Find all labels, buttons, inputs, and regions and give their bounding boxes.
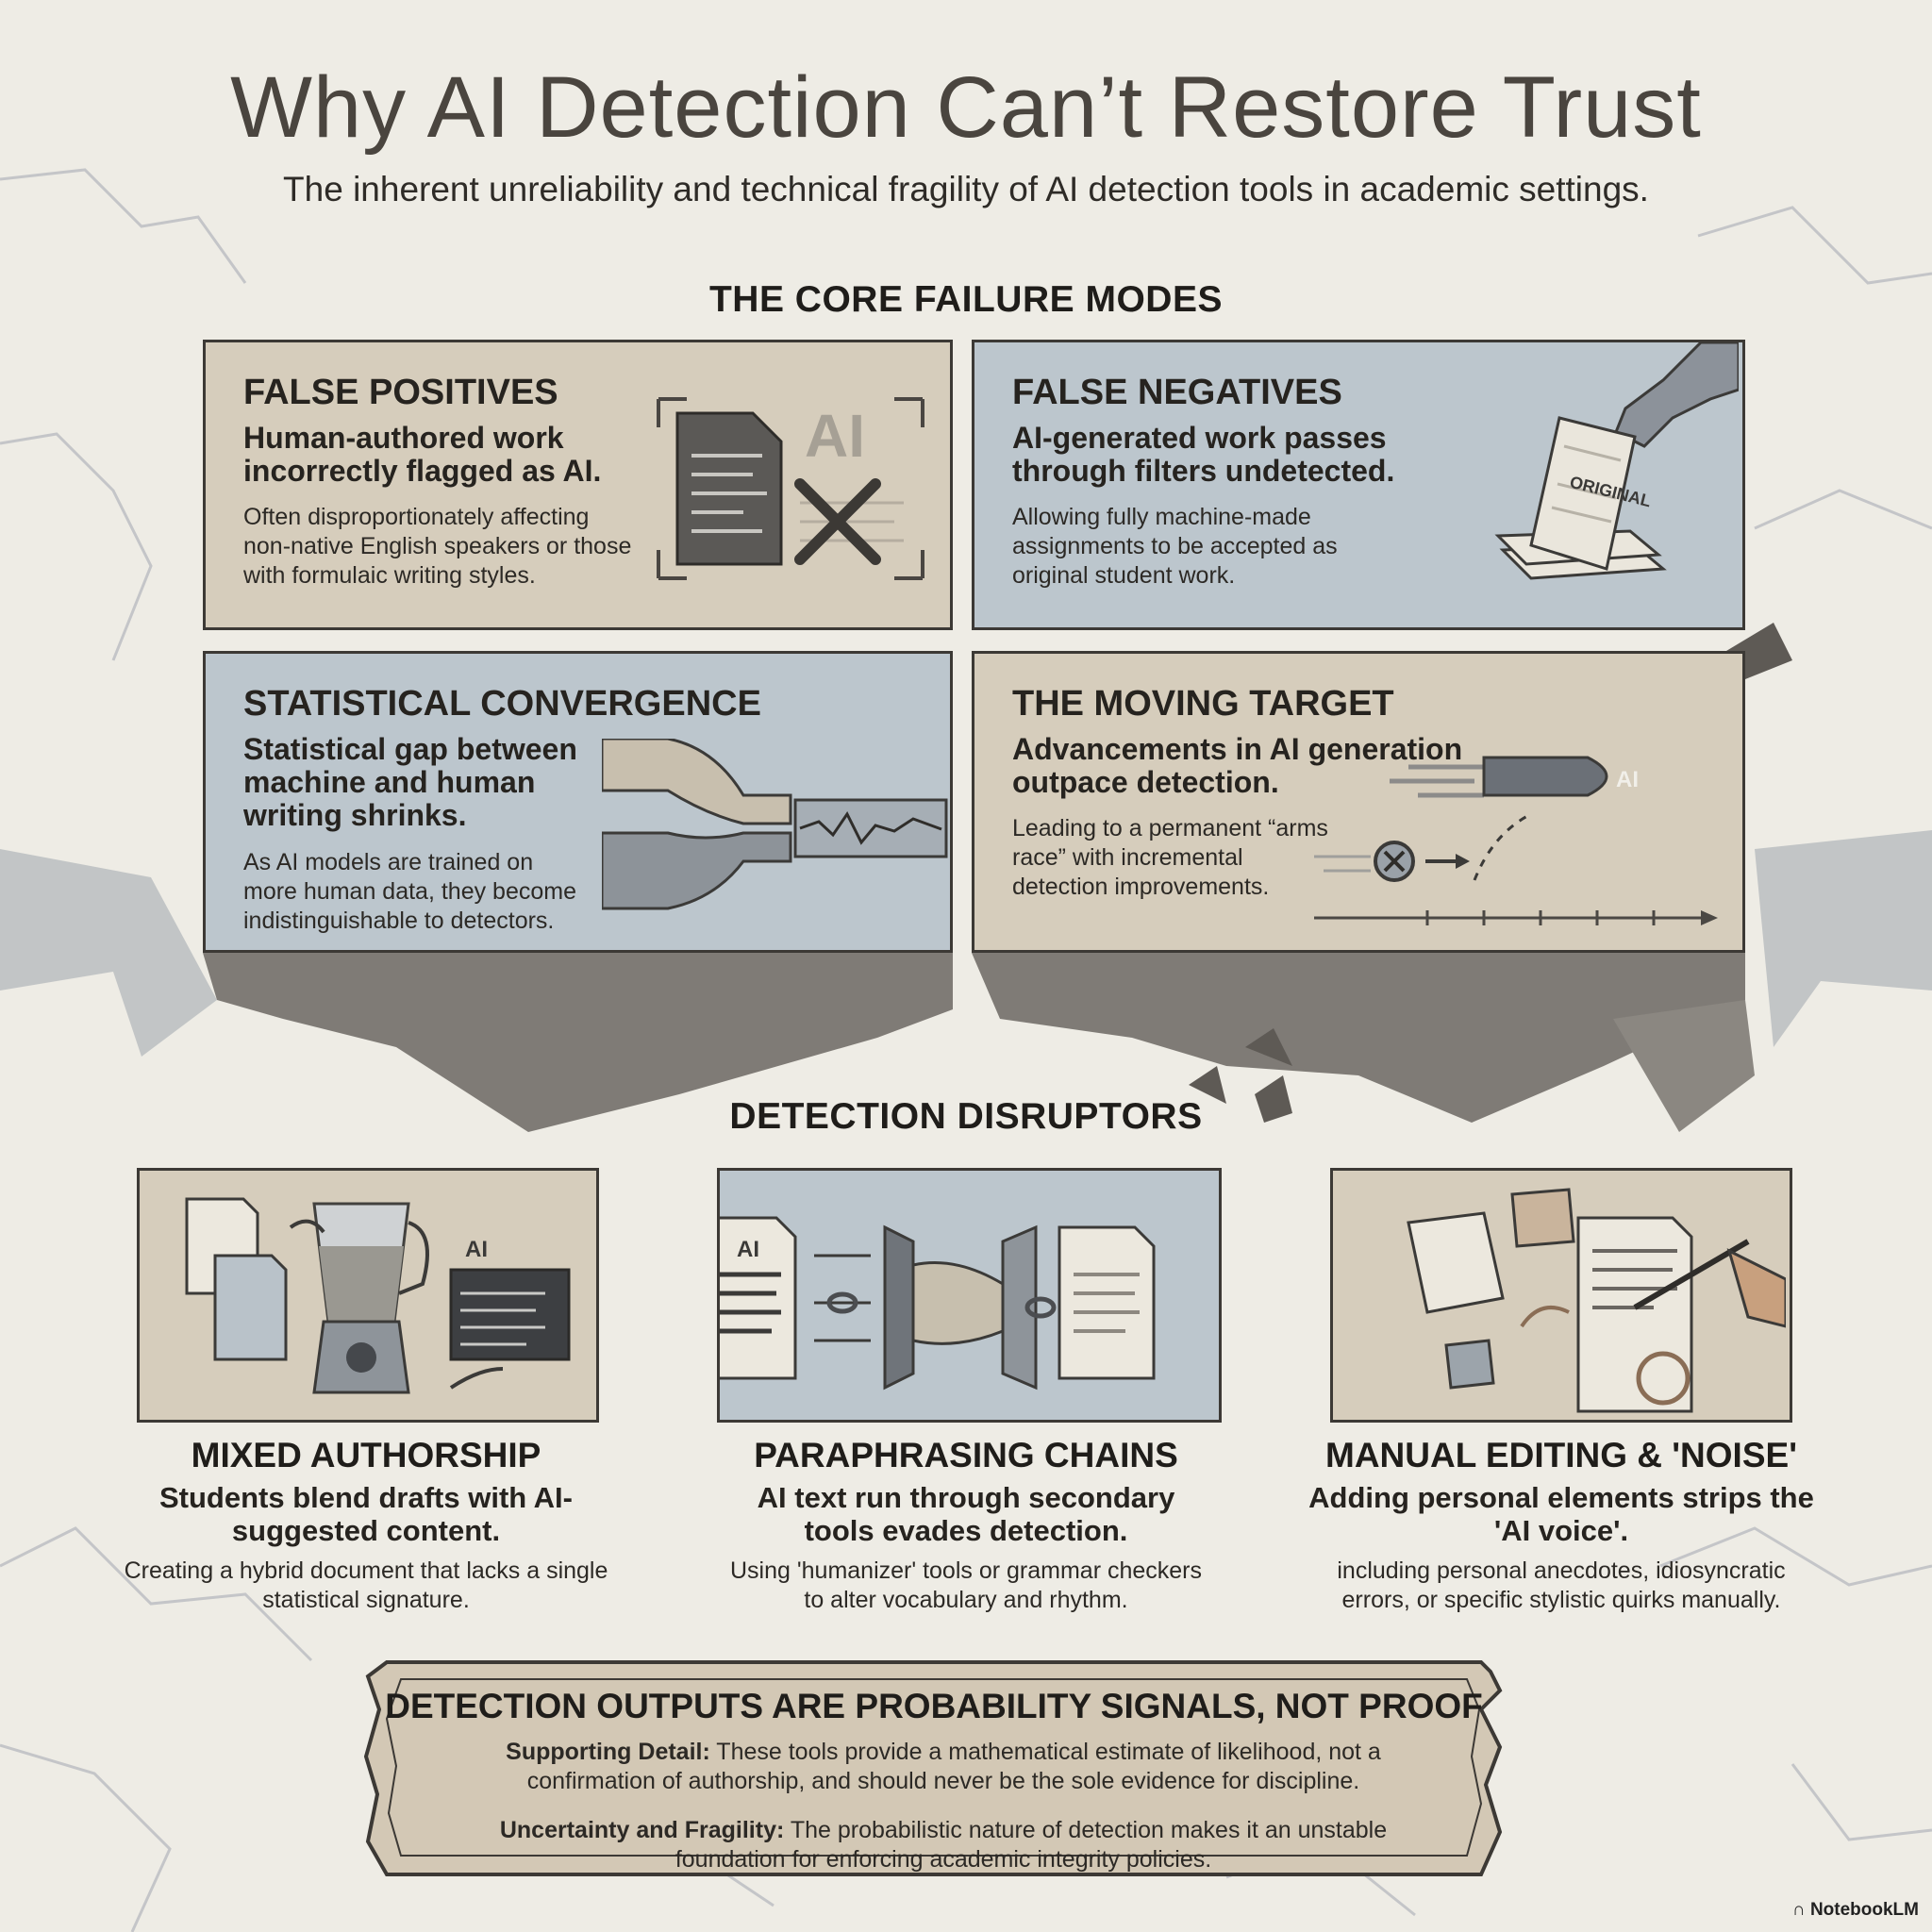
supporting-detail-paragraph: Supporting Detail: These tools provide a… — [443, 1738, 1443, 1796]
mixed-authorship-illustration: AI — [137, 1168, 599, 1423]
detection-disruptors-heading: DETECTION DISRUPTORS — [729, 1096, 1203, 1137]
blender-icon — [185, 1197, 571, 1394]
notebooklm-icon: ∩ — [1791, 1900, 1806, 1920]
ai-rocket-label: AI — [1616, 767, 1639, 792]
robot-hand-paper-icon — [1494, 342, 1739, 580]
manual-editing-card: MANUAL EDITING & 'NOISE' Adding personal… — [1307, 1436, 1816, 1615]
panel-lead: Human-authored work incorrectly flagged … — [243, 421, 602, 488]
disruptor-lead: AI text run through secondary tools evad… — [757, 1481, 1175, 1547]
panel-body: Leading to a permanent “arms race” with … — [1012, 815, 1328, 900]
supporting-detail-text: These tools provide a mathematical estim… — [526, 1739, 1381, 1794]
panel-body: Often disproportionately affecting non-n… — [243, 504, 632, 589]
disruptor-title: PARAPHRASING CHAINS — [754, 1436, 1178, 1474]
panel-lead: Advancements in AI generation outpace de… — [1012, 732, 1463, 799]
uncertainty-text: The probabilistic nature of detection ma… — [675, 1817, 1388, 1873]
flagged-document-icon — [657, 397, 924, 580]
panel-lead: Statistical gap between machine and huma… — [243, 732, 577, 832]
false-positives-panel: FALSE POSITIVES Human-authored work inco… — [203, 340, 953, 630]
filter-chain-icon — [720, 1216, 1156, 1391]
paraphrasing-chains-card: PARAPHRASING CHAINS AI text run through … — [721, 1436, 1211, 1615]
ai-screen-label: AI — [465, 1237, 488, 1262]
page-title: Why AI Detection Can’t Restore Trust — [230, 59, 1702, 156]
disruptor-lead: Students blend drafts with AI-suggested … — [158, 1481, 573, 1547]
editing-pen-icon — [1407, 1188, 1786, 1413]
disruptor-body: Using 'humanizer' tools or grammar check… — [730, 1557, 1202, 1613]
panel-lead: AI-generated work passes through filters… — [1012, 421, 1395, 488]
disruptor-lead: Adding personal elements strips the 'AI … — [1308, 1481, 1814, 1547]
disruptor-body: including personal anecdotes, idiosyncra… — [1337, 1557, 1786, 1613]
panel-body: Allowing fully machine-made assignments … — [1012, 504, 1338, 589]
false-negatives-panel: FALSE NEGATIVES AI-generated work passes… — [972, 340, 1745, 630]
panel-title: THE MOVING TARGET — [1012, 684, 1394, 724]
page-subtitle: The inherent unreliability and technical… — [283, 170, 1649, 208]
panel-title: FALSE POSITIVES — [243, 373, 558, 412]
panel-title: FALSE NEGATIVES — [1012, 373, 1342, 412]
ai-document-label: AI — [737, 1237, 759, 1262]
manual-editing-illustration — [1330, 1168, 1792, 1423]
ai-rocket-race-icon — [1314, 756, 1718, 925]
core-failure-modes-heading: THE CORE FAILURE MODES — [708, 279, 1224, 320]
conclusion-title: DETECTION OUTPUTS ARE PROBABILITY SIGNAL… — [385, 1687, 1483, 1725]
panel-title: STATISTICAL CONVERGENCE — [243, 684, 761, 724]
supporting-detail-label: Supporting Detail: — [506, 1739, 710, 1765]
disruptor-body: Creating a hybrid document that lacks a … — [124, 1557, 608, 1613]
converging-streams-icon — [602, 739, 948, 910]
disruptor-title: MIXED AUTHORSHIP — [191, 1436, 541, 1474]
disruptor-title: MANUAL EDITING & 'NOISE' — [1325, 1436, 1797, 1474]
notebooklm-logo: ∩ NotebookLM — [1792, 1900, 1919, 1921]
conclusion-banner — [363, 1660, 1503, 1876]
statistical-convergence-panel: STATISTICAL CONVERGENCE Statistical gap … — [203, 651, 953, 953]
brand-label: NotebookLM — [1809, 1900, 1919, 1920]
mixed-authorship-card: MIXED AUTHORSHIP Students blend drafts w… — [121, 1436, 611, 1615]
moving-target-panel: THE MOVING TARGET Advancements in AI gen… — [972, 651, 1745, 953]
uncertainty-paragraph: Uncertainty and Fragility: The probabili… — [443, 1816, 1443, 1874]
paraphrasing-chains-illustration: AI — [717, 1168, 1222, 1423]
uncertainty-label: Uncertainty and Fragility: — [499, 1817, 785, 1843]
ai-watermark-label: AI — [805, 402, 865, 470]
panel-body: As AI models are trained on more human d… — [243, 849, 576, 934]
